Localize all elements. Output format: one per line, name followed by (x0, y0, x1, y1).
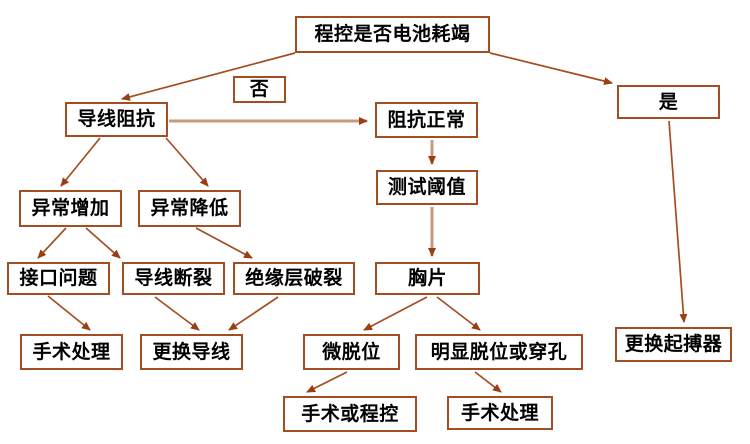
node-obvious-dislocation: 明显脱位或穿孔 (415, 334, 583, 370)
edge-abnormal-decrease-to-insulation-rupture (195, 227, 253, 259)
node-surgery-or-programming: 手术或程控 (283, 396, 417, 432)
edge-lead-impedance-to-abnormal-decrease (165, 137, 209, 187)
edge-lead-impedance-to-abnormal-increase (60, 137, 101, 187)
edge-micro-dislocation-to-surgery-or-programming (306, 371, 348, 393)
node-surgery-left: 手术处理 (20, 334, 123, 370)
node-micro-dislocation: 微脱位 (303, 334, 400, 370)
node-impedance-normal: 阻抗正常 (375, 102, 478, 138)
node-lead-fracture: 导线断裂 (122, 262, 225, 295)
node-abnormal-decrease: 异常降低 (138, 190, 241, 227)
edge-root-to-lead-impedance (121, 52, 296, 101)
edge-abnormal-increase-to-interface-problem (37, 227, 67, 259)
edge-yes-to-replace-pacemaker (668, 120, 688, 323)
edge-lead-fracture-to-replace-lead (154, 296, 200, 331)
node-abnormal-increase: 异常增加 (19, 190, 122, 227)
node-interface-problem: 接口问题 (7, 262, 110, 295)
edge-obvious-dislocation-to-surgery-right (474, 371, 502, 393)
node-chest-xray: 胸片 (375, 262, 480, 295)
node-replace-pacemaker: 更换起搏器 (615, 327, 732, 362)
edge-abnormal-increase-to-lead-fracture (85, 227, 121, 259)
node-replace-lead: 更换导线 (140, 334, 243, 370)
edge-chest-xray-to-micro-dislocation (363, 296, 428, 331)
node-surgery-right: 手术处理 (447, 396, 553, 430)
edge-chest-xray-to-obvious-dislocation (436, 296, 481, 331)
node-branch-yes: 是 (617, 85, 720, 119)
edge-insulation-rupture-to-replace-lead (228, 296, 279, 331)
edge-root-to-yes (489, 52, 613, 85)
node-test-threshold: 测试阈值 (376, 170, 478, 205)
edge-interface-problem-to-surgery-left (47, 295, 91, 331)
node-insulation-rupture: 绝缘层破裂 (233, 262, 355, 295)
node-lead-impedance: 导线阻抗 (65, 102, 168, 137)
node-root: 程控是否电池耗竭 (295, 16, 490, 53)
node-branch-no: 否 (233, 76, 286, 103)
